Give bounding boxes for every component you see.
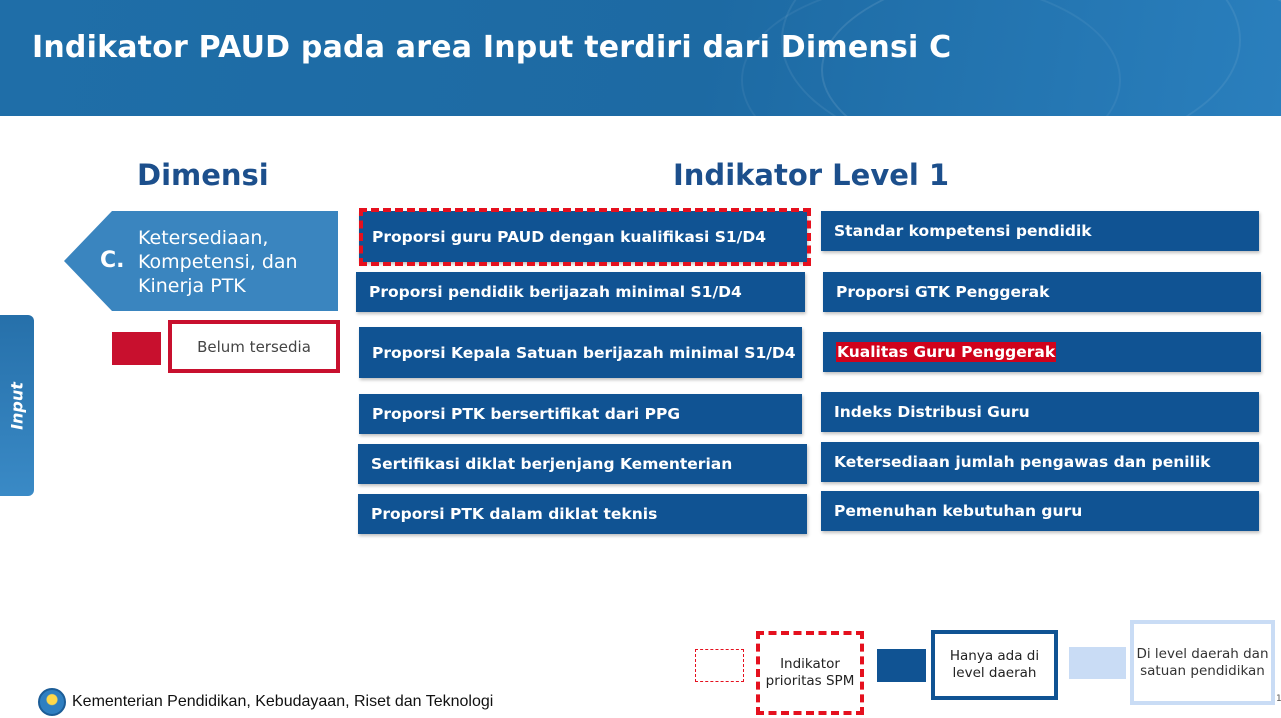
indicator-left-1: Proporsi guru PAUD dengan kualifikasi S1… <box>359 211 807 262</box>
indicator-right-5: Ketersediaan jumlah pengawas dan penilik <box>821 442 1259 482</box>
indicator-left-3: Proporsi Kepala Satuan berijazah minimal… <box>359 327 802 378</box>
indicator-left-4: Proporsi PTK bersertifikat dari PPG <box>359 394 802 434</box>
indicator-right-4: Indeks Distribusi Guru <box>821 392 1259 432</box>
indicator-left-6: Proporsi PTK dalam diklat teknis <box>358 494 807 534</box>
highlighted-indicator-label: Kualitas Guru Penggerak <box>836 342 1057 362</box>
indicator-left-2: Proporsi pendidik berijazah minimal S1/D… <box>356 272 805 312</box>
dimension-letter: C. <box>100 248 125 273</box>
legend-daerah-swatch <box>877 649 926 682</box>
footer: Kementerian Pendidikan, Kebudayaan, Rise… <box>38 688 493 716</box>
side-tab-input: Input <box>0 315 34 496</box>
status-color-swatch <box>112 332 161 365</box>
legend-spm: Indikator prioritas SPM <box>756 631 864 715</box>
legend-spm-swatch <box>695 649 744 682</box>
legend-satuan: Di level daerah dan satuan pendidikan <box>1130 620 1275 705</box>
footer-ministry-name: Kementerian Pendidikan, Kebudayaan, Rise… <box>72 693 494 710</box>
indicator-right-2: Proporsi GTK Penggerak <box>823 272 1261 312</box>
slide-title: Indikator PAUD pada area Input terdiri d… <box>32 30 952 65</box>
dimension-arrow <box>64 211 338 311</box>
header-banner: Indikator PAUD pada area Input terdiri d… <box>0 0 1281 116</box>
dimensi-heading: Dimensi <box>137 158 269 192</box>
legend-satuan-swatch <box>1069 647 1126 679</box>
dimension-label: Ketersediaan, Kompetensi, dan Kinerja PT… <box>138 227 298 297</box>
indicator-right-1: Standar kompetensi pendidik <box>821 211 1259 251</box>
indicator-left-5: Sertifikasi diklat berjenjang Kementeria… <box>358 444 807 484</box>
page-number: 1 <box>1276 694 1281 704</box>
ministry-logo-icon <box>38 688 66 716</box>
indicator-right-6: Pemenuhan kebutuhan guru <box>821 491 1259 531</box>
legend-daerah: Hanya ada di level daerah <box>931 630 1058 700</box>
indikator-heading: Indikator Level 1 <box>673 158 950 192</box>
indicator-right-3: Kualitas Guru Penggerak <box>823 332 1261 372</box>
side-tab-label: Input <box>7 381 27 430</box>
status-badge: Belum tersedia <box>168 320 340 373</box>
